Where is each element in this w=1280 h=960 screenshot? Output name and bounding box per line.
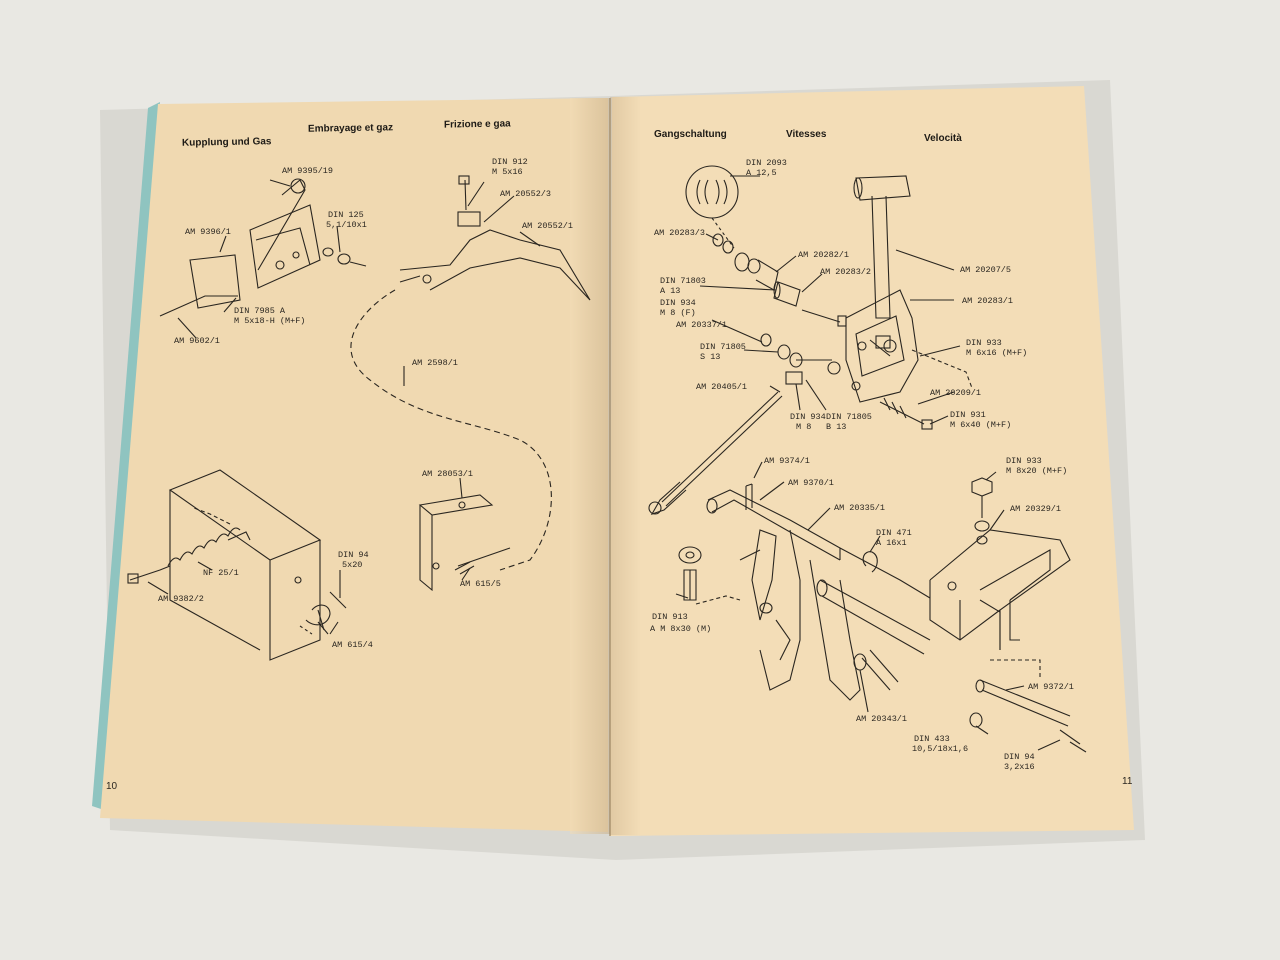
part-label: M 8x20 (M+F) <box>1006 466 1068 476</box>
part-label: AM 28053/1 <box>422 469 474 479</box>
right-page <box>610 86 1134 836</box>
part-label: M 8 (F) <box>660 308 696 318</box>
part-label: 5,1/10x1 <box>326 220 367 230</box>
page-number-left: 10 <box>106 781 118 792</box>
part-label: AM 9602/1 <box>174 336 220 346</box>
part-label: AM 20283/2 <box>820 267 872 277</box>
part-label: A 12,5 <box>746 168 777 178</box>
part-label: AM 2598/1 <box>412 358 458 368</box>
part-label: DIN 94 <box>1004 752 1035 762</box>
part-label: 5x20 <box>342 560 363 570</box>
part-label: A 13 <box>660 286 681 296</box>
part-label: S 13 <box>700 352 721 362</box>
part-label: AM 20283/1 <box>962 296 1014 306</box>
part-label: DIN 94 <box>338 550 369 560</box>
part-label: DIN 71805 <box>826 412 872 422</box>
part-label: AM 20329/1 <box>1010 504 1062 514</box>
part-label: DIN 2093 <box>746 158 787 168</box>
part-label: 3,2x16 <box>1004 762 1035 772</box>
part-label: AM 9396/1 <box>185 227 231 237</box>
part-label: AM 9374/1 <box>764 456 810 466</box>
part-label: NF 25/1 <box>203 568 239 578</box>
part-label: AM 20283/3 <box>654 228 706 238</box>
part-label: 10,5/18x1,6 <box>912 744 969 754</box>
header-it-left: Frizione e gaa <box>443 118 511 131</box>
cover-edge <box>92 102 160 810</box>
header-fr-right: Vitesses <box>786 129 827 140</box>
part-label: AM 20209/1 <box>930 388 982 398</box>
part-label: AM 9372/1 <box>1028 682 1074 692</box>
part-label: DIN 471 <box>876 528 912 538</box>
part-label: DIN 71803 <box>660 276 706 286</box>
part-label: DIN 7985 A <box>234 306 286 316</box>
part-label: DIN 931 <box>950 410 986 420</box>
part-label: M 6x16 (M+F) <box>966 348 1028 358</box>
part-label: DIN 125 <box>328 210 364 220</box>
part-label: AM 20552/1 <box>522 221 574 231</box>
part-label: B 13 <box>826 422 847 432</box>
part-label: DIN 913 <box>652 612 688 622</box>
part-label: A 16x1 <box>876 538 907 548</box>
part-label: M 6x40 (M+F) <box>950 420 1012 430</box>
part-label: AM 9370/1 <box>788 478 834 488</box>
part-label: AM 615/4 <box>332 640 373 650</box>
header-fr-left: Embrayage et gaz <box>307 122 394 135</box>
part-label: DIN 934 <box>660 298 696 308</box>
left-page <box>100 98 608 832</box>
part-label: AM 20335/1 <box>834 503 886 513</box>
part-label: A M 8x30 (M) <box>650 624 712 634</box>
part-label: DIN 912 <box>492 157 528 167</box>
part-label: M 5x18-H (M+F) <box>234 316 306 326</box>
part-label: AM 20282/1 <box>798 250 850 260</box>
header-de-right: Gangschaltung <box>654 129 727 140</box>
part-label: AM 20552/3 <box>500 189 552 199</box>
part-label: AM 20207/5 <box>960 265 1012 275</box>
part-label: M 5x16 <box>492 167 523 177</box>
part-label: DIN 934 <box>790 412 826 422</box>
part-label: M 8 <box>796 422 812 432</box>
part-label: DIN 933 <box>966 338 1002 348</box>
part-label: AM 9382/2 <box>158 594 204 604</box>
part-label: AM 9395/19 <box>282 166 334 176</box>
part-label: AM 20337/1 <box>676 320 728 330</box>
part-label: AM 615/5 <box>460 579 501 589</box>
part-label: DIN 71805 <box>700 342 746 352</box>
header-de-left: Kupplung und Gas <box>181 136 272 149</box>
part-label: AM 20405/1 <box>696 382 748 392</box>
part-label: AM 20343/1 <box>856 714 908 724</box>
page-number-right: 11 <box>1122 776 1133 787</box>
part-label: DIN 933 <box>1006 456 1042 466</box>
header-it-right: Velocità <box>924 133 962 144</box>
part-label: DIN 433 <box>914 734 950 744</box>
